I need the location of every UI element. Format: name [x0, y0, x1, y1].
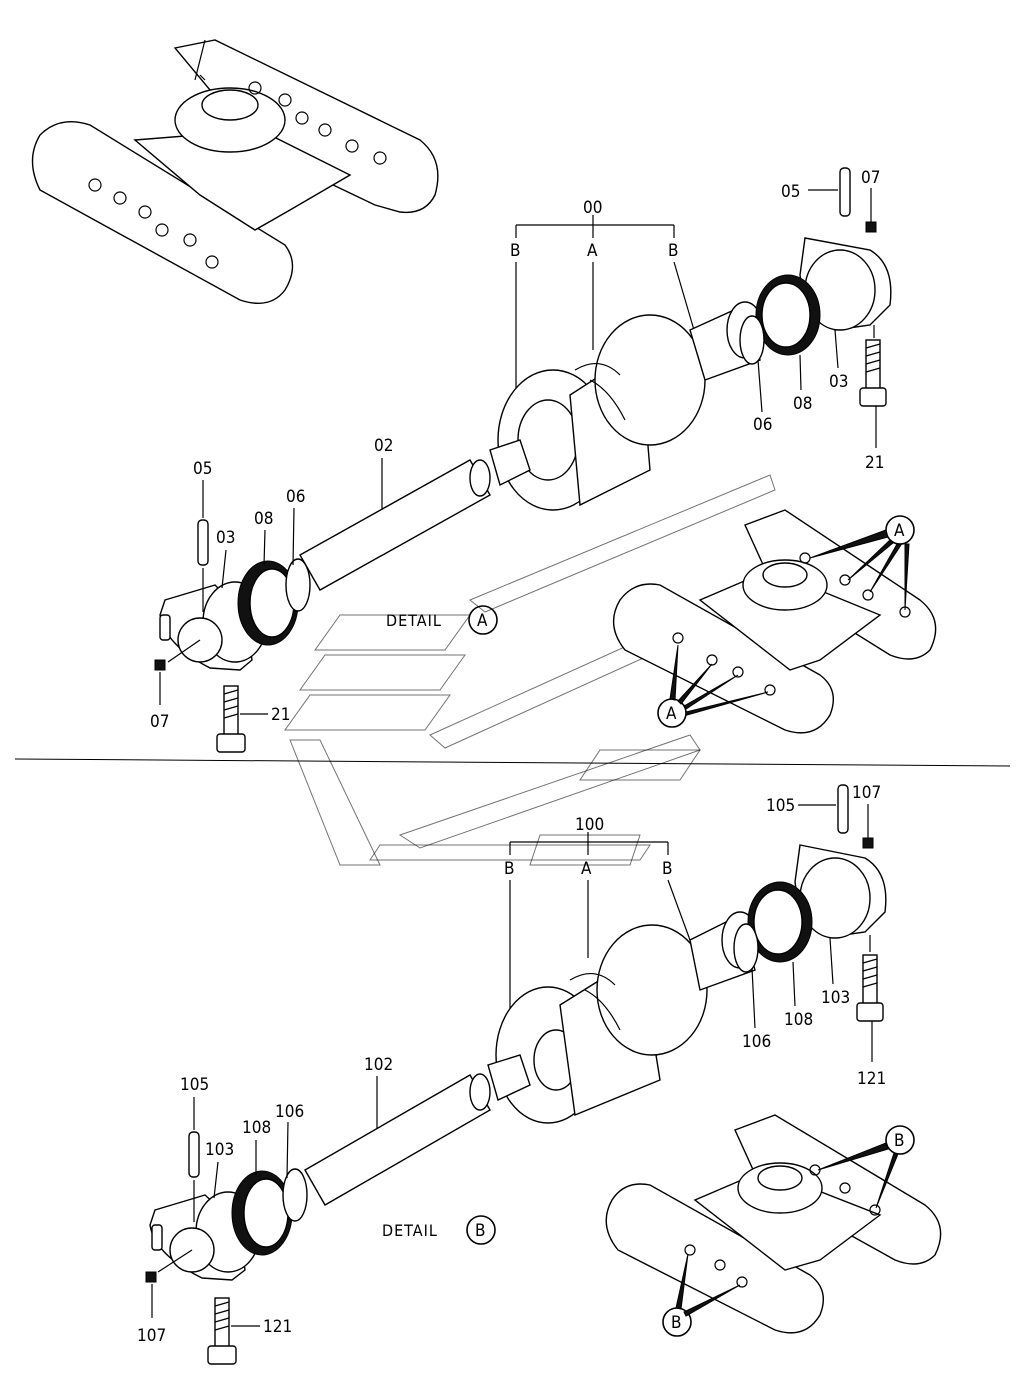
bolt-21-right: 21: [859, 325, 887, 473]
label-b-right-100: B: [662, 859, 673, 879]
label-06-left: 06: [286, 487, 305, 507]
detail-b-callout: DETAIL B: [382, 1215, 496, 1245]
detail-b-letter: B: [475, 1221, 486, 1241]
collar-103-left: [149, 1168, 308, 1281]
label-105-left: 105: [180, 1075, 209, 1095]
detail-a-text: DETAIL: [386, 611, 442, 630]
screw-bolt-left-b: 107 121: [137, 1249, 292, 1365]
label-107-right: 107: [852, 783, 881, 803]
bolt-121-right: 121: [856, 935, 886, 1089]
label-107-left: 107: [137, 1326, 166, 1346]
label-05-right: 05: [781, 182, 800, 202]
section-a: 00 B A B 02: [31, 39, 937, 753]
pin-and-labels-left-a: 05 03 08 06: [193, 459, 305, 612]
label-08-left: 08: [254, 509, 273, 529]
label-00: 00: [583, 198, 602, 218]
label-b-right-00: B: [668, 241, 679, 261]
track-roller-body-b: [495, 911, 759, 1124]
detail-a-letter-bottom: A: [666, 704, 677, 724]
screw-bolt-left-a: 07 21: [150, 639, 290, 753]
detail-b-letter-bottom: B: [671, 1313, 682, 1333]
collar-03-left: [159, 558, 311, 671]
label-a-00: A: [587, 241, 598, 261]
section-b: 100 B A B 102: [137, 783, 942, 1365]
label-108-left: 108: [242, 1118, 271, 1138]
pin-and-labels-left-b: 105 103 108 106: [180, 1075, 304, 1222]
label-106-right: 106: [742, 1032, 771, 1052]
detail-a-letter-top: A: [894, 521, 905, 541]
track-roller-body-a: [497, 301, 764, 511]
pin-and-screw-right-a: 05 07 03 08 06: [753, 167, 880, 435]
label-b-left-100: B: [504, 859, 515, 879]
label-07-right: 07: [861, 168, 880, 188]
assembly-bracket-100: 100 B A B: [504, 815, 691, 1030]
shaft-02: 02: [299, 436, 531, 591]
label-106-left: 106: [275, 1102, 304, 1122]
detail-b-text: DETAIL: [382, 1221, 438, 1240]
assembly-bracket-00: 00 B A B: [510, 198, 695, 410]
label-100: 100: [575, 815, 604, 835]
label-02: 02: [374, 436, 393, 456]
detail-a-letter: A: [477, 611, 488, 631]
label-03-right: 03: [829, 372, 848, 392]
section-divider: [14, 758, 1011, 767]
label-21-left: 21: [271, 705, 290, 725]
track-frame-detail-a: A A: [612, 509, 937, 734]
label-08-right: 08: [793, 394, 812, 414]
label-b-left-00: B: [510, 241, 521, 261]
label-21-right: 21: [865, 453, 884, 473]
track-frame-detail-b: B B: [605, 1114, 942, 1337]
track-frame-top-left: [31, 39, 439, 304]
shaft-102: 102: [304, 1054, 531, 1206]
label-121-right: 121: [857, 1069, 886, 1089]
detail-b-letter-top: B: [894, 1131, 905, 1151]
collar-103-right: [733, 844, 887, 973]
label-a-100: A: [581, 859, 592, 879]
label-105-right: 105: [766, 796, 795, 816]
label-108-right: 108: [784, 1010, 813, 1030]
label-07-left: 07: [150, 712, 169, 732]
label-103-left: 103: [205, 1140, 234, 1160]
label-103-right: 103: [821, 988, 850, 1008]
detail-a-callout: DETAIL A: [386, 605, 498, 635]
label-05-left: 05: [193, 459, 212, 479]
label-121-left: 121: [263, 1317, 292, 1337]
collar-03-right: [739, 237, 892, 365]
label-102: 102: [364, 1055, 393, 1075]
pin-and-screw-right-b: 105 107 103 108 106: [742, 783, 881, 1052]
label-06-right: 06: [753, 415, 772, 435]
label-03-left: 03: [216, 528, 235, 548]
